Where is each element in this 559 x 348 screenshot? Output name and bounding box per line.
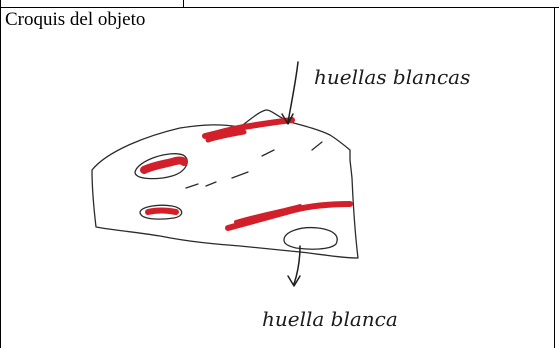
scratch-line-1 xyxy=(261,149,275,157)
spot-outline-upper xyxy=(134,153,188,180)
annotation-bottom: huella blanca xyxy=(262,307,398,331)
table-top-border xyxy=(0,7,559,8)
scratch-line-5 xyxy=(205,181,217,187)
arrow-head-bottom xyxy=(287,275,301,287)
red-mark-long-stripe-2 xyxy=(234,204,302,224)
red-mark-long-stripe xyxy=(225,201,353,231)
section-heading: Croquis del objeto xyxy=(5,9,146,30)
arrow-to-white-traces xyxy=(287,61,299,123)
red-mark-top-2 xyxy=(205,129,247,143)
table-right-border xyxy=(554,7,555,348)
arrow-head-top xyxy=(281,113,294,125)
red-mark-upper-spot xyxy=(140,156,188,174)
annotation-top: huellas blancas xyxy=(314,65,470,89)
scratch-line-3 xyxy=(231,171,249,179)
white-spot-outline xyxy=(283,226,338,250)
scratch-line-2 xyxy=(311,141,323,151)
red-mark-top xyxy=(202,117,295,139)
table-left-border xyxy=(0,0,1,348)
table-column-divider xyxy=(183,0,184,8)
red-mark-lower-spot xyxy=(145,207,179,215)
arrow-to-white-spot xyxy=(293,245,301,285)
spot-outline-lower xyxy=(139,204,183,220)
scratch-line-4 xyxy=(185,183,199,189)
